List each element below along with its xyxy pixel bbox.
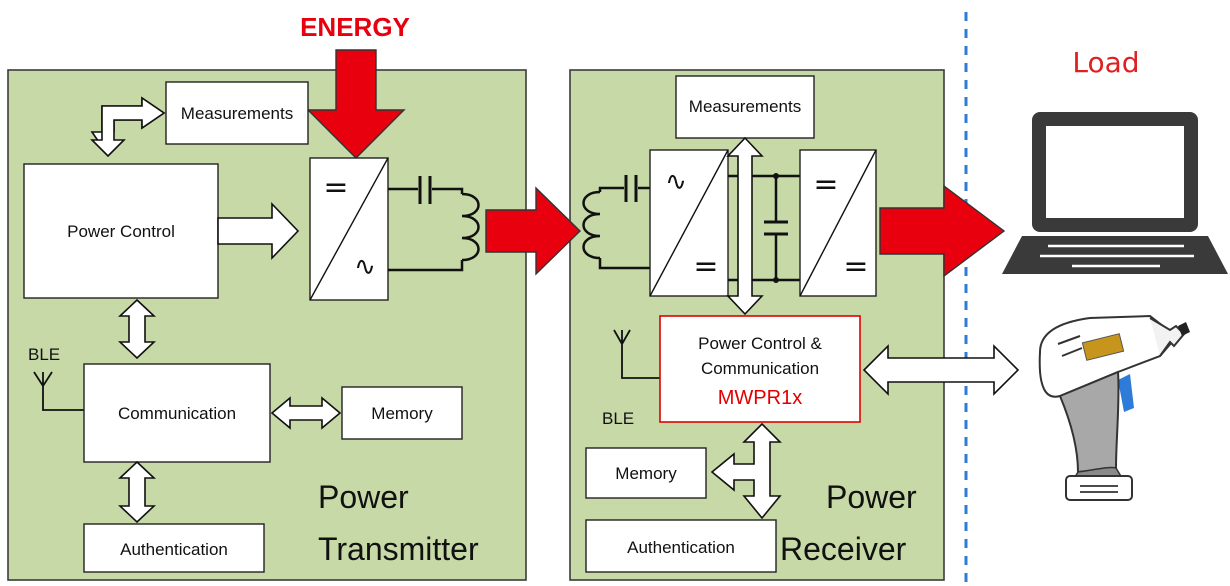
- rx-dcdc-in-symbol: =: [813, 167, 838, 202]
- rx-title-line1: Power: [826, 479, 917, 515]
- rx-pc-line1: Power Control &: [698, 334, 822, 353]
- tx-ble-label: BLE: [28, 345, 60, 364]
- rx-power-control-box: [659, 315, 861, 423]
- tx-measurements-box: [165, 81, 309, 145]
- tx-measure-arrow-fix: [90, 96, 166, 158]
- tx-power-control-label: Power Control: [67, 222, 175, 241]
- rx-dcdc-out-symbol: =: [843, 249, 868, 284]
- load-label: Load: [1072, 46, 1139, 79]
- rx-pc-line2: Communication: [701, 359, 819, 378]
- tx-wire-bottom: [388, 260, 464, 272]
- rx-bus-node-1: [773, 173, 779, 179]
- rx-rectifier-dc-symbol: =: [693, 249, 718, 284]
- rx-rectifier-ac-symbol: ∿: [665, 167, 687, 197]
- tx-measurements-label: Measurements: [181, 104, 293, 123]
- rx-coil: [582, 190, 601, 260]
- rx-measurements-box: [675, 75, 815, 139]
- energy-arrow: [306, 49, 406, 159]
- rx-memory-label: Memory: [615, 464, 677, 483]
- tx-power-control-box: [23, 163, 219, 299]
- rx-wire-top: [598, 186, 624, 192]
- tx-communication-label: Communication: [118, 404, 236, 423]
- rx-wire-bottom: [598, 258, 650, 270]
- tx-inverter-dc-symbol: =: [323, 170, 348, 205]
- rx-authentication-label: Authentication: [627, 538, 735, 557]
- tx-memory-box: [341, 386, 463, 440]
- tx-to-rx-power-arrow: [485, 186, 582, 276]
- tx-comm-auth-arrow: [117, 460, 157, 524]
- energy-label: ENERGY: [300, 12, 410, 42]
- rx-rectifier-diagonal: [649, 149, 729, 297]
- rx-vertical-bus-arrow: [726, 136, 764, 316]
- tx-comm-memory-arrow: [270, 396, 342, 430]
- tx-authentication-box: [83, 523, 265, 573]
- rx-device-comm-arrow: [862, 344, 1020, 396]
- laptop-icon: [1002, 112, 1228, 274]
- rx-title-line2: Receiver: [780, 531, 907, 567]
- tx-control-arrow: [217, 202, 300, 260]
- tx-coil: [461, 192, 480, 262]
- tx-antenna-icon: [33, 371, 84, 411]
- drill-icon: [1038, 314, 1190, 501]
- tx-title-line1: Power: [318, 479, 409, 515]
- rx-to-load-power-arrow: [879, 184, 1006, 278]
- rx-memory-auth-arrow: [710, 422, 782, 520]
- tx-inverter-diagonal: [309, 157, 389, 301]
- rx-antenna-icon: [613, 329, 660, 379]
- tx-pc-comm-arrow: [117, 298, 157, 360]
- tx-memory-label: Memory: [371, 404, 433, 423]
- rx-pc-part-number: MWPR1x: [718, 387, 802, 409]
- tx-communication-box: [83, 363, 271, 463]
- rx-authentication-box: [585, 519, 777, 573]
- tx-wire-top-2: [432, 187, 464, 194]
- rx-dcdc-diagonal: [799, 149, 877, 297]
- rx-measurements-label: Measurements: [689, 97, 801, 116]
- rx-bus-node-2: [773, 277, 779, 283]
- rx-memory-box: [585, 447, 707, 499]
- rx-ble-label: BLE: [602, 409, 634, 428]
- tx-title-line2: Transmitter: [318, 531, 479, 567]
- tx-inverter-ac-symbol: ∿: [354, 252, 376, 282]
- transmitter-panel: [7, 69, 527, 581]
- tx-authentication-label: Authentication: [120, 540, 228, 559]
